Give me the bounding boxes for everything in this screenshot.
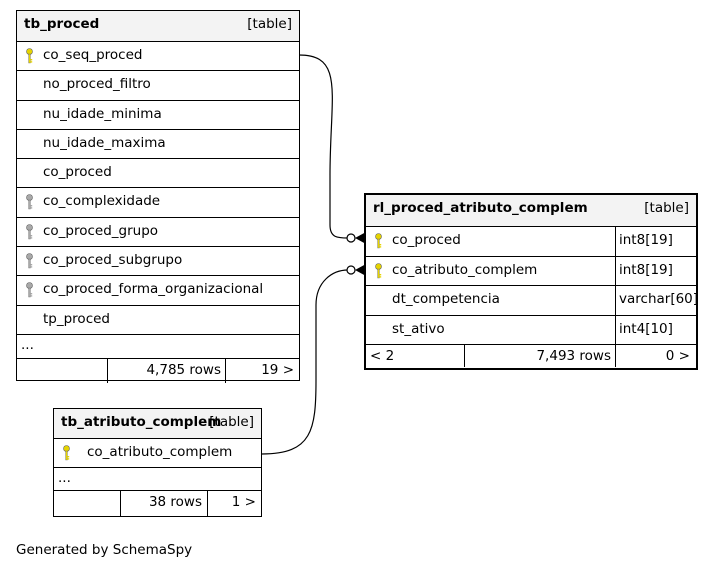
- more-columns-row: ...: [17, 335, 299, 359]
- column-row[interactable]: co_atributo_complem int8[19]: [366, 256, 696, 286]
- column-row[interactable]: nu_idade_maxima: [17, 130, 299, 160]
- optional-marker-co-atributo-complem: [346, 265, 356, 275]
- children-count[interactable]: 19 >: [225, 358, 299, 383]
- column-name: co_proced_forma_organizacional: [43, 281, 264, 298]
- more-columns-row: ...: [54, 468, 261, 491]
- column-type: int8[19]: [615, 227, 673, 256]
- crowfoot-co-proced: [355, 232, 366, 244]
- table-kind: [table]: [247, 16, 292, 32]
- column-name: nu_idade_maxima: [43, 134, 166, 151]
- generated-by-note: Generated by SchemaSpy: [16, 542, 193, 558]
- column-row[interactable]: co_atributo_complem: [54, 439, 261, 468]
- primary-key-icon: [25, 48, 34, 64]
- table-header: tb_atributo_complem [table]: [54, 409, 261, 439]
- table-rl-proced-atributo-complem[interactable]: rl_proced_atributo_complem [table] co_pr…: [364, 193, 698, 370]
- column-name: no_proced_filtro: [43, 76, 151, 93]
- column-row[interactable]: co_proced_forma_organizacional: [17, 276, 299, 306]
- row-count: 4,785 rows: [107, 358, 225, 383]
- column-row[interactable]: co_seq_proced: [17, 42, 299, 72]
- table-footer: 38 rows 1 >: [54, 491, 261, 516]
- column-row[interactable]: co_proced int8[19]: [366, 227, 696, 257]
- fk-link-co-proced: [298, 54, 349, 239]
- foreign-key-icon: [25, 223, 34, 240]
- column-name: nu_idade_minima: [43, 105, 162, 122]
- primary-key-icon: [374, 262, 383, 279]
- column-name: co_complexidade: [43, 193, 161, 210]
- parents-count[interactable]: [17, 359, 107, 383]
- foreign-key-icon: [25, 282, 34, 298]
- table-kind: [table]: [644, 200, 689, 216]
- column-name: co_proced_subgrupo: [43, 252, 183, 269]
- primary-key-icon: [62, 445, 71, 461]
- column-row[interactable]: st_ativo int4[10]: [366, 315, 696, 345]
- column-type: varchar[60]: [615, 286, 698, 315]
- column-name: co_atributo_complem: [87, 444, 233, 460]
- foreign-key-icon: [25, 194, 34, 210]
- column-name: co_proced: [392, 232, 461, 248]
- column-name: co_proced_grupo: [43, 222, 159, 239]
- table-footer: 4,785 rows 19 >: [17, 358, 299, 383]
- table-header: tb_proced [table]: [17, 11, 299, 42]
- primary-key-icon: [374, 233, 383, 249]
- column-name: st_ativo: [392, 320, 445, 337]
- table-footer: < 2 7,493 rows 0 >: [366, 345, 696, 367]
- table-name[interactable]: tb_proced: [24, 16, 100, 32]
- row-count: 7,493 rows: [464, 345, 615, 367]
- column-row[interactable]: co_proced_grupo: [17, 218, 299, 248]
- table-tb-atributo-complem[interactable]: tb_atributo_complem [table] co_atributo_…: [53, 408, 262, 517]
- column-row[interactable]: dt_competencia varchar[60]: [366, 286, 698, 316]
- foreign-key-icon: [25, 253, 34, 269]
- crowfoot-co-atributo-complem: [355, 264, 366, 276]
- fk-link-co-atributo-complem: [261, 269, 349, 455]
- parents-count[interactable]: [54, 491, 120, 516]
- row-count: 38 rows: [120, 491, 207, 516]
- children-count[interactable]: 1 >: [207, 491, 261, 516]
- table-header: rl_proced_atributo_complem [table]: [366, 195, 696, 227]
- table-name[interactable]: tb_atributo_complem: [61, 414, 222, 430]
- column-row[interactable]: co_complexidade: [17, 188, 299, 218]
- table-tb-proced[interactable]: tb_proced [table] co_seq_proced no_proced…: [16, 10, 300, 383]
- column-name: co_seq_proced: [43, 47, 143, 63]
- column-row[interactable]: no_proced_filtro: [17, 71, 299, 101]
- ellipsis: ...: [21, 336, 34, 353]
- column-type: int4[10]: [615, 315, 673, 344]
- ellipsis: ...: [58, 470, 71, 486]
- table-name[interactable]: rl_proced_atributo_complem: [373, 200, 588, 216]
- parents-count[interactable]: < 2: [370, 348, 395, 364]
- column-name: co_proced: [43, 164, 112, 181]
- column-name: dt_competencia: [392, 291, 500, 307]
- column-row[interactable]: co_proced_subgrupo: [17, 247, 299, 277]
- column-row[interactable]: co_proced: [17, 159, 299, 189]
- column-name: co_atributo_complem: [392, 261, 538, 278]
- optional-marker-co-proced: [346, 233, 356, 243]
- column-type: int8[19]: [615, 256, 673, 285]
- table-kind: [table]: [209, 414, 254, 430]
- column-name: tp_proced: [43, 310, 110, 327]
- children-count[interactable]: 0 >: [615, 345, 695, 367]
- column-row[interactable]: tp_proced: [17, 306, 299, 335]
- column-row[interactable]: nu_idade_minima: [17, 101, 299, 130]
